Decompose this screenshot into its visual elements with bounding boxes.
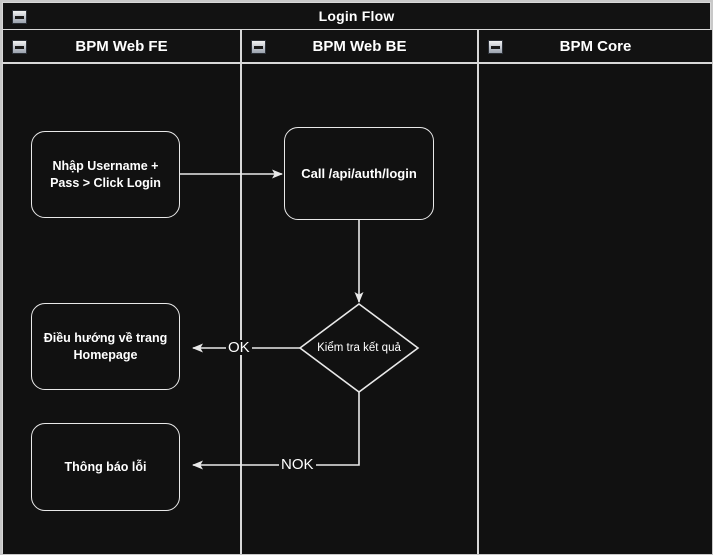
lane-body-bpm-core — [479, 64, 712, 554]
lane-bpm-core: BPM Core — [477, 30, 712, 554]
pool-title-bar: Login Flow — [3, 3, 710, 30]
gateway-kiem-tra-ket-qua[interactable]: Kiểm tra kết quả — [300, 340, 418, 356]
lane-header-bpm-web-be: BPM Web BE — [242, 30, 477, 64]
task-label: Call /api/auth/login — [301, 165, 417, 181]
edge-label-ok: OK — [226, 339, 252, 356]
pool-title: Login Flow — [318, 8, 395, 24]
minus-glyph — [491, 45, 500, 49]
lane-header-bpm-web-fe: BPM Web FE — [3, 30, 240, 64]
pool-collapse-minus-icon[interactable] — [12, 10, 27, 24]
lane-header-bpm-core: BPM Core — [479, 30, 712, 64]
lane-label-bpm-web-fe: BPM Web FE — [75, 37, 168, 55]
gateway-label: Kiểm tra kết quả — [317, 342, 401, 354]
task-nhap-username-pass-click-login[interactable]: Nhập Username + Pass > Click Login — [31, 131, 180, 218]
minus-glyph — [254, 45, 263, 49]
lane-collapse-minus-icon-fe[interactable] — [12, 40, 27, 54]
task-dieu-huong-ve-trang-homepage[interactable]: Điều hướng về trang Homepage — [31, 303, 180, 390]
task-label-line1: Điều hướng về trang — [43, 330, 168, 345]
minus-glyph — [15, 45, 24, 49]
task-call-api-auth-login[interactable]: Call /api/auth/login — [284, 127, 434, 220]
task-thong-bao-loi[interactable]: Thông báo lỗi — [31, 423, 180, 511]
lane-collapse-minus-icon-core[interactable] — [488, 40, 503, 54]
lane-collapse-minus-icon-be[interactable] — [251, 40, 266, 54]
lane-bpm-web-be: BPM Web BE — [240, 30, 477, 554]
lane-label-bpm-web-be: BPM Web BE — [312, 37, 407, 55]
task-label-line1: Nhập Username + — [52, 158, 159, 173]
task-label: Điều hướng về trang Homepage — [44, 330, 168, 364]
edge-label-nok: NOK — [279, 456, 316, 473]
task-label-line2: Homepage — [73, 347, 138, 362]
task-label: Thông báo lỗi — [64, 459, 147, 474]
task-label-line2: Pass > Click Login — [50, 175, 161, 190]
minus-glyph — [15, 15, 24, 19]
lane-label-bpm-core: BPM Core — [559, 37, 632, 55]
task-label: Nhập Username + Pass > Click Login — [50, 158, 161, 192]
